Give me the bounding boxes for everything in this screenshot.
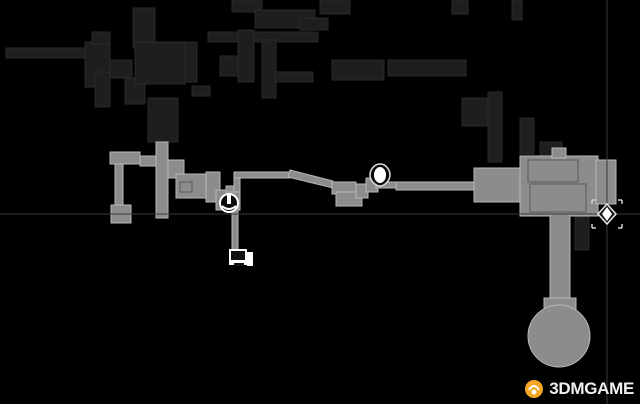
room-outlines — [179, 159, 587, 213]
player-position-icon — [591, 199, 623, 229]
pc-terminal-icon[interactable] — [229, 249, 253, 266]
watermark-text: 3DMGAME — [549, 379, 634, 398]
door-marker-icon[interactable] — [219, 193, 239, 213]
3dmgame-logo-icon — [525, 380, 544, 398]
explored-rooms — [109, 141, 617, 368]
watermark: 3DMGAME — [523, 378, 634, 400]
unexplored-rooms — [5, 0, 590, 251]
save-point-icon[interactable] — [369, 163, 391, 187]
